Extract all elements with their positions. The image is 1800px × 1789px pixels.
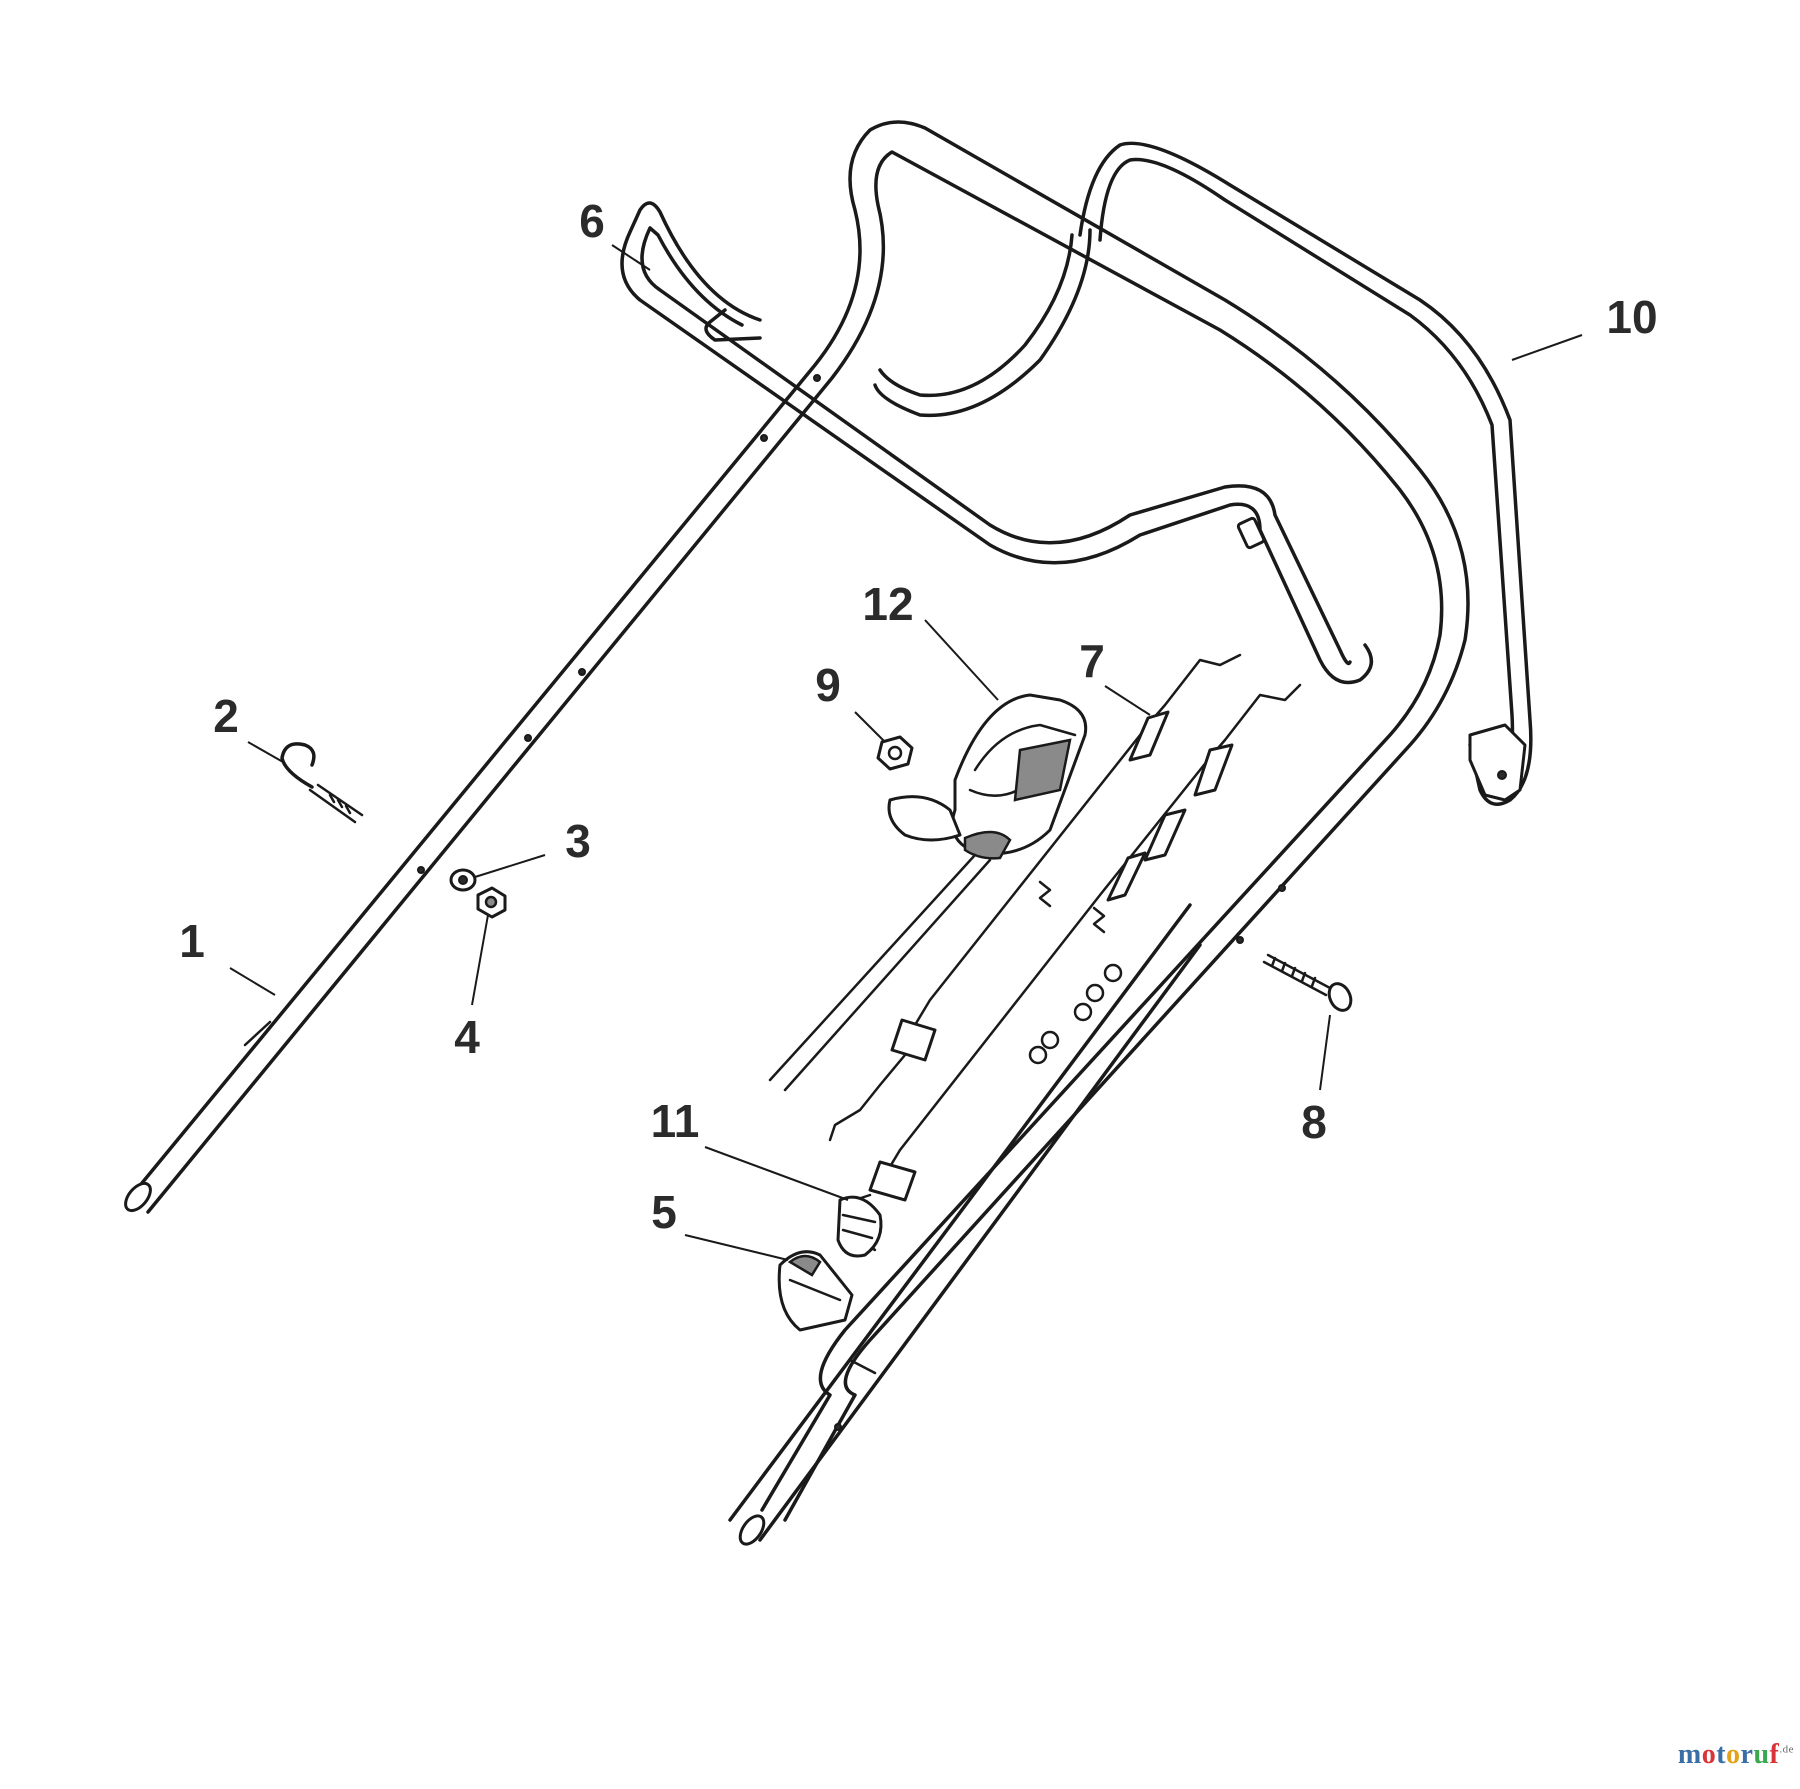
part-label-6: 6 [579, 195, 605, 247]
nut-4 [476, 886, 507, 919]
part-label-4: 4 [454, 1011, 480, 1063]
leader-8 [1319, 1014, 1331, 1091]
cable-guide [1078, 141, 1533, 806]
part-labels: 1 2 3 4 5 6 7 8 9 10 11 12 [179, 195, 1657, 1238]
part-label-7: 7 [1079, 635, 1105, 687]
leader-11 [704, 1146, 849, 1201]
watermark-letter: u [1753, 1739, 1770, 1770]
leader-9 [854, 711, 886, 743]
part-label-10: 10 [1606, 291, 1657, 343]
leader-1 [229, 967, 276, 996]
watermark-logo: motoruf.de [1678, 1739, 1794, 1771]
leader-lines [229, 244, 1583, 1261]
nut-9 [876, 735, 914, 771]
washer-3 [449, 868, 477, 892]
bail-bar [620, 201, 1374, 685]
leader-10 [1511, 334, 1583, 361]
leader-2 [247, 741, 284, 763]
leader-6 [611, 244, 651, 271]
bolt-8 [1262, 953, 1353, 1012]
part-label-8: 8 [1301, 1096, 1327, 1148]
leader-4 [471, 914, 489, 1006]
watermark-letter: f [1769, 1739, 1780, 1770]
watermark-letter: m [1677, 1739, 1702, 1770]
part-label-5: 5 [651, 1186, 677, 1238]
part-label-9: 9 [815, 659, 841, 711]
leader-3 [474, 854, 546, 878]
part-label-3: 3 [565, 815, 591, 867]
part-label-1: 1 [179, 915, 205, 967]
watermark-letter: r [1740, 1739, 1754, 1770]
watermark-suffix: .de [1779, 1743, 1794, 1756]
part-label-11: 11 [651, 1095, 700, 1147]
leader-12 [924, 619, 999, 701]
watermark-letter: o [1701, 1739, 1717, 1770]
leader-7 [1104, 685, 1151, 716]
control-unit [768, 693, 1088, 1092]
handle-tube [124, 120, 1470, 1546]
part-label-12: 12 [862, 578, 913, 630]
spring-11 [836, 1193, 883, 1258]
hook-bolt-2 [280, 742, 364, 824]
drive-cables [828, 653, 1302, 1202]
cable-clip-5 [777, 1250, 854, 1332]
part-label-2: 2 [213, 690, 239, 742]
watermark-letter: t [1716, 1739, 1727, 1770]
leader-5 [684, 1234, 789, 1261]
watermark-letter: o [1726, 1739, 1741, 1770]
